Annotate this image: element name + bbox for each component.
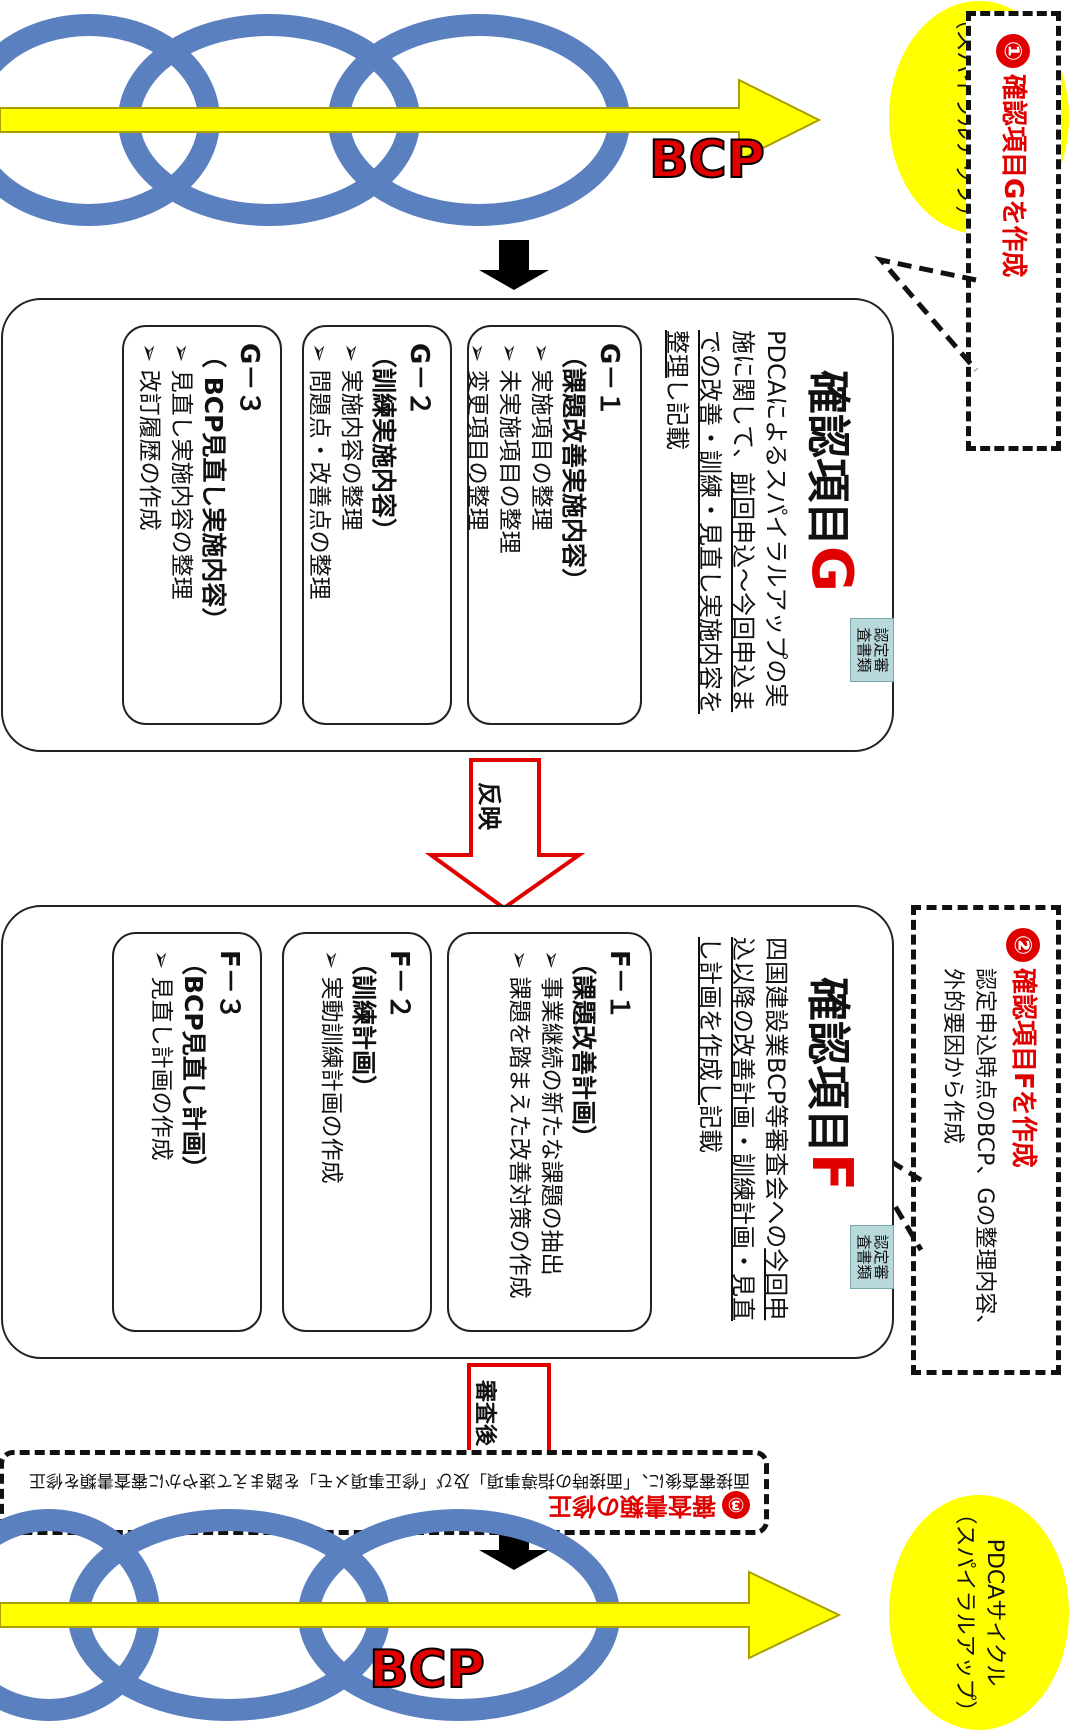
bubble-make-g: ① 確認項目Gを作成 [966, 11, 1061, 451]
item-f3-id: F－３ [214, 950, 244, 1020]
pdca-ellipse-end: PDCAサイクル （スパイラルアップ） [889, 1495, 1069, 1730]
item-f2-name: （訓練計画） [349, 950, 378, 1101]
item-f2-bullet: ➢ 実動訓練計画の作成 [318, 950, 344, 1184]
arrow-to-g [479, 240, 549, 290]
ellipse-line2: （スパイラルアップ） [952, 1502, 977, 1723]
item-g1-bullet: ➢ 変更項目の整理 [464, 343, 490, 531]
step2-badge: ② [1006, 928, 1040, 962]
bubble1-pointer [874, 256, 978, 372]
item-g2-bullet: ➢ 問題点・改善点の整理 [306, 343, 332, 600]
panel-g-letter: G [799, 546, 864, 592]
step1-badge: ① [996, 34, 1030, 68]
item-f1-bullet: ➢ 事業継続の新たな課題の抽出 [538, 950, 564, 1276]
item-g1-id: G－１ [594, 343, 624, 417]
reflect-arrow [424, 758, 586, 911]
item-g3-name: （ BCP見直し実施内容） [199, 343, 228, 633]
bcp-spiral-end [0, 1509, 842, 1721]
item-g1-name: （課題改善実施内容） [559, 343, 588, 594]
item-g2-id: G－２ [404, 343, 434, 417]
reflect-label: 反映 [475, 782, 503, 830]
item-f3-name: （BCP見直し計画） [179, 950, 208, 1181]
item-f1: F－１ （課題改善計画） ➢ 事業継続の新たな課題の抽出 ➢ 課題を踏まえた改善… [447, 932, 652, 1332]
doc-tag-g: 認定審査書類 [850, 618, 894, 682]
item-g1-bullet: ➢ 実施項目の整理 [528, 343, 554, 531]
panel-g-desc-post: し記載 [663, 378, 691, 450]
item-f1-id: F－１ [604, 950, 634, 1020]
step1-title: 確認項目Gを作成 [998, 74, 1028, 278]
panel-g: 認定審査書類 確認項目G PDCAによるスパイラルアップの実施に関して、前回申込… [1, 298, 894, 752]
item-g1-bullet: ➢ 未実施項目の整理 [496, 343, 522, 554]
item-g3-id: G－３ [234, 343, 264, 417]
panel-f-title-text: 確認項目 [802, 977, 853, 1153]
panel-g-title: 確認項目G [799, 370, 864, 592]
step2-title: 確認項目Fを作成 [1008, 968, 1038, 1168]
item-g3: G－３ （ BCP見直し実施内容） ➢ 見直し実施内容の整理 ➢ 改訂履歴の作成 [122, 325, 282, 725]
panel-g-desc: PDCAによるスパイラルアップの実施に関して、前回申込〜今回申込までの改善・訓練… [660, 330, 792, 730]
item-g3-bullet: ➢ 見直し実施内容の整理 [168, 343, 194, 600]
item-g3-bullet: ➢ 改訂履歴の作成 [136, 343, 162, 531]
bcp-spiral-start [0, 14, 822, 226]
bcp-label-start: BCP [648, 129, 766, 191]
panel-f-desc-pre: 四国建設業BCP等審査会への [762, 937, 790, 1249]
ellipse-line1: PDCAサイクル [982, 1538, 1007, 1687]
after-review-label: 審査後 [472, 1380, 497, 1447]
item-f1-bullet: ➢ 課題を踏まえた改善対策の作成 [506, 950, 532, 1299]
item-f1-name: （課題改善計画） [569, 950, 598, 1151]
item-g1: G－１ （課題改善実施内容） ➢ 実施項目の整理 ➢ 未実施項目の整理 ➢ 変更… [464, 325, 642, 725]
panel-f-letter: F [799, 1153, 864, 1192]
step3-desc: 面接審査後に、「面接時の指導事項」及び「修正事項メモ」を踏まえて速やかに審査書類… [28, 1470, 750, 1490]
item-g2: G－２ （訓練実施内容） ➢ 実施内容の整理 ➢ 問題点・改善点の整理 [302, 325, 452, 725]
bcp-label-end: BCP [368, 1639, 486, 1701]
step2-desc: 認定申込時点のBCP、Gの整理内容、外的要因から作成 [940, 968, 997, 1337]
panel-f-title: 確認項目F [799, 977, 864, 1191]
item-f2: F－２ （訓練計画） ➢ 実動訓練計画の作成 [282, 932, 432, 1332]
bubble-make-f: ② 確認項目Fを作成 認定申込時点のBCP、Gの整理内容、外的要因から作成 [911, 905, 1061, 1375]
arrow-to-end [479, 1525, 549, 1570]
item-g2-name: （訓練実施内容） [369, 343, 398, 544]
panel-f-desc: 四国建設業BCP等審査会への今回申込以降の改善計画・訓練計画・見直し計画を作成し… [693, 937, 792, 1337]
panel-f-desc-post: 記載 [696, 1105, 724, 1153]
item-g2-bullet: ➢ 実施内容の整理 [338, 343, 364, 531]
item-f3: F－３ （BCP見直し計画） ➢ 見直し計画の作成 [112, 932, 262, 1332]
item-f2-id: F－２ [384, 950, 414, 1020]
panel-g-title-text: 確認項目 [802, 370, 853, 546]
doc-tag-f: 認定審査書類 [850, 1225, 894, 1289]
panel-f: 認定審査書類 確認項目F 四国建設業BCP等審査会への今回申込以降の改善計画・訓… [1, 905, 894, 1359]
item-f3-bullet: ➢ 見直し計画の作成 [148, 950, 174, 1161]
